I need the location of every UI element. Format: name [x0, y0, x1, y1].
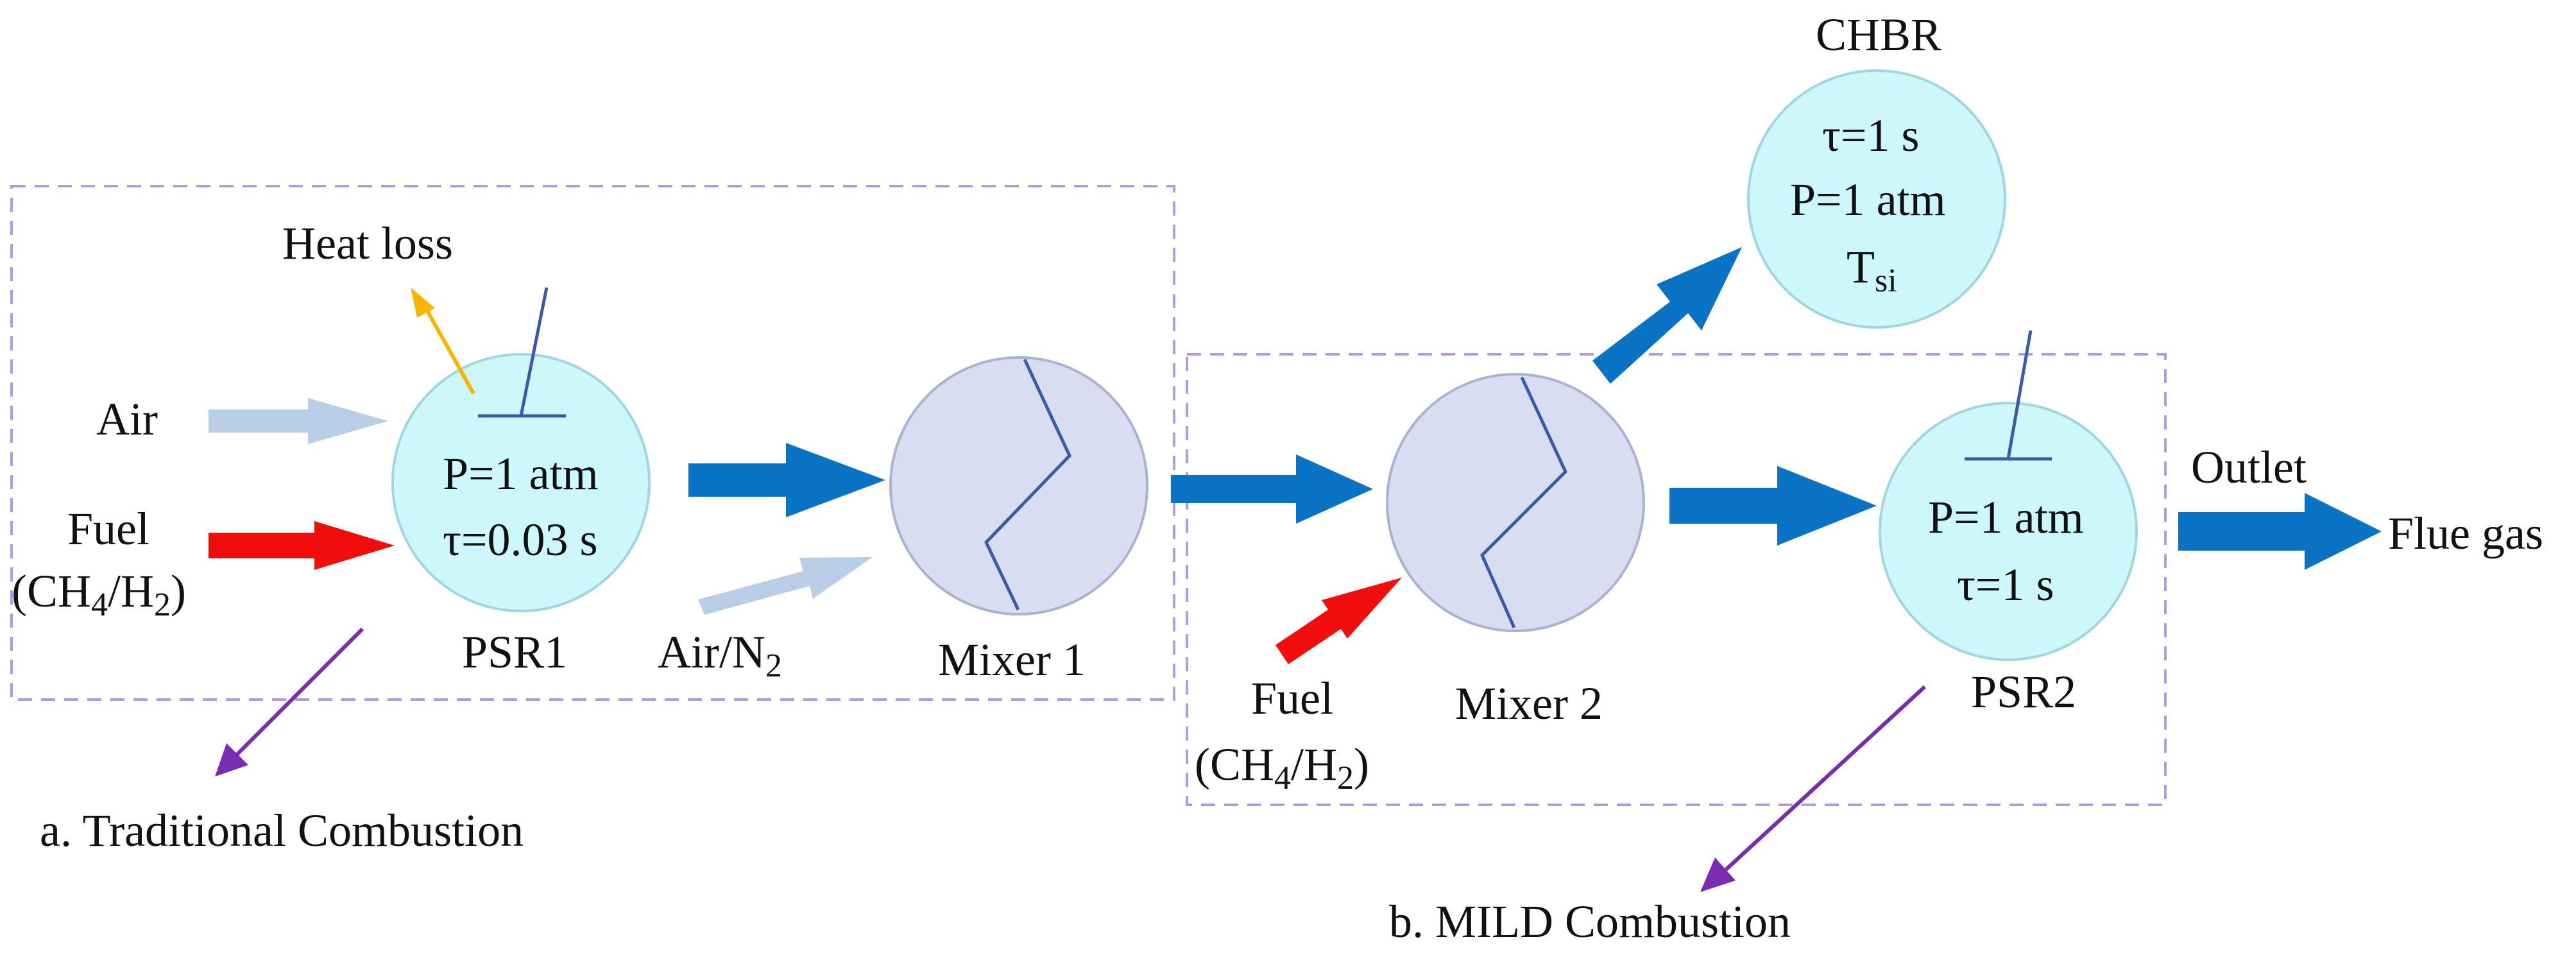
outlet-arrow: [2178, 493, 2382, 570]
mixer1-name-label: Mixer 1: [938, 634, 1086, 685]
mixer1-zigzag-icon: [984, 358, 1071, 611]
psr1-probe-icon: [478, 287, 566, 418]
traditional-combustion-label: a. Traditional Combustion: [40, 805, 524, 856]
heat-loss-arrow: [411, 288, 475, 395]
air-label: Air: [96, 393, 158, 445]
psr2-reactor: [1879, 402, 2138, 661]
mixer2-circle: [1386, 373, 1645, 632]
psr1-line1: P=1 atm: [443, 448, 599, 499]
chbr-line3: Tsi: [1847, 241, 1897, 299]
mixer2-to-psr2-arrow: [1669, 466, 1877, 546]
psr2-line1: P=1 atm: [1928, 492, 2084, 543]
fuel-formula-label: (CH4/H2): [12, 565, 186, 623]
mixer1-to-mixer2-arrow: [1171, 454, 1373, 524]
air-inlet-arrow: [209, 398, 388, 444]
fuel-inlet-arrow: [209, 521, 395, 570]
psr2-probe-icon: [1965, 330, 2052, 461]
mild-combustion-label: b. MILD Combustion: [1389, 896, 1791, 947]
mixer2-to-chbr-arrow: [1592, 247, 1742, 384]
chbr-name-label: CHBR: [1816, 9, 1941, 60]
psr1-line2: τ=0.03 s: [443, 514, 598, 565]
fuel-label: Fuel: [67, 503, 149, 555]
air-n2-inlet-arrow: [698, 557, 873, 615]
chbr-reactor: [1747, 69, 2006, 329]
chbr-line2: P=1 atm: [1790, 174, 1946, 225]
mild-pointer-arrow: [1700, 685, 1927, 892]
air-n2-label: Air/N2: [658, 626, 782, 684]
fuel2-label: Fuel: [1251, 673, 1333, 724]
psr2-line2: τ=1 s: [1957, 559, 2054, 610]
mixer1-circle: [889, 356, 1148, 615]
mixer2-zigzag-icon: [1480, 376, 1568, 629]
psr1-to-mixer1-arrow: [688, 443, 885, 517]
mild-combustion-box: [1186, 353, 2167, 806]
mixer2-name-label: Mixer 2: [1455, 678, 1603, 729]
heat-loss-label: Heat loss: [282, 218, 453, 269]
chbr-line1: τ=1 s: [1822, 110, 1920, 161]
psr2-name-label: PSR2: [1971, 666, 2076, 718]
fuel2-formula-label: (CH4/H2): [1195, 739, 1369, 796]
fuel2-inlet-arrow: [1275, 578, 1402, 664]
psr1-name-label: PSR1: [462, 626, 567, 678]
flue-gas-label: Flue gas: [2388, 508, 2543, 559]
traditional-combustion-box: [10, 185, 1175, 701]
traditional-pointer-arrow: [215, 627, 364, 777]
psr1-reactor: [391, 353, 651, 612]
outlet-label: Outlet: [2191, 442, 2307, 493]
